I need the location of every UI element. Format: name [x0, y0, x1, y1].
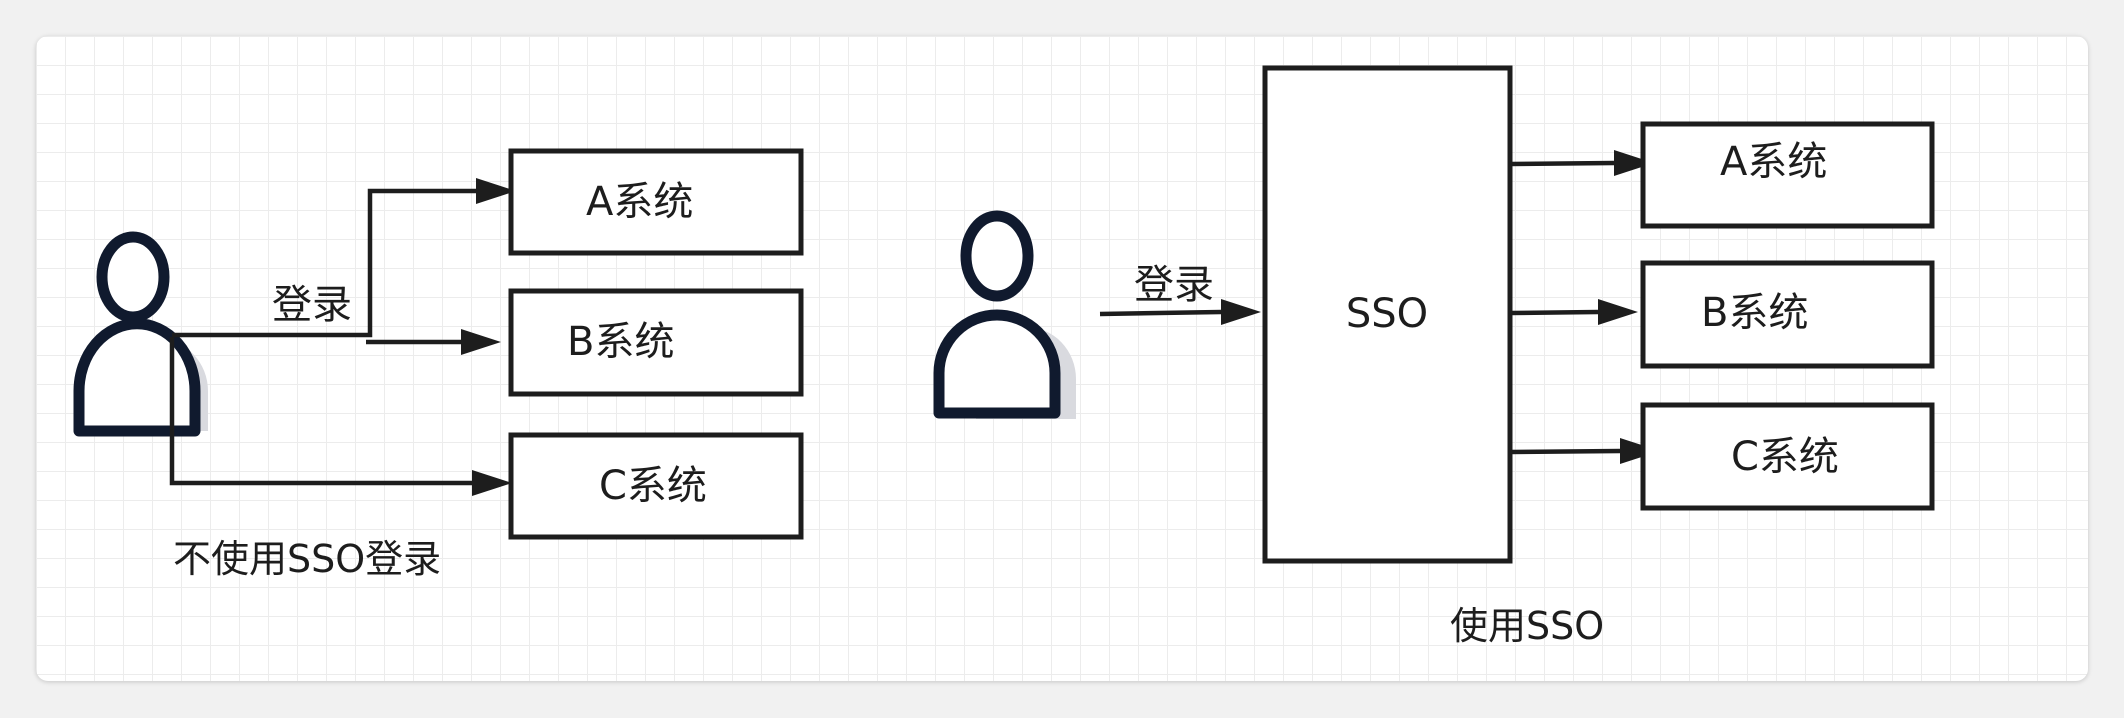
right-system-label-a: A系统: [1720, 139, 1827, 185]
user-icon: [933, 210, 1076, 419]
right-login-connector: [1099, 309, 1222, 317]
arrowhead: [461, 329, 501, 355]
left-system-box-b: [508, 288, 804, 397]
diagram-canvas: 登录 A系统 B系统 C系统 不使用SSO登录 登录 SSO A系统 B系统 C…: [36, 36, 2088, 681]
sso-box: [1262, 65, 1513, 564]
left-connector-lines: [169, 188, 486, 486]
arrowhead: [1614, 150, 1654, 176]
left-system-box-a: [508, 148, 804, 256]
user-icon: [73, 231, 208, 437]
left-login-label: 登录: [272, 282, 352, 328]
right-connector-lines: [1509, 160, 1621, 455]
right-system-label-b: B系统: [1701, 290, 1808, 336]
left-system-label-c: C系统: [599, 463, 707, 509]
left-caption: 不使用SSO登录: [173, 537, 441, 581]
arrowhead: [476, 178, 516, 204]
sso-label: SSO: [1346, 291, 1428, 337]
left-system-label-b: B系统: [567, 319, 674, 365]
arrowhead: [1598, 299, 1638, 325]
right-caption: 使用SSO: [1450, 604, 1604, 648]
arrowhead: [472, 470, 512, 496]
right-system-box-b: [1640, 260, 1935, 369]
left-system-label-a: A系统: [586, 179, 693, 225]
right-system-label-c: C系统: [1731, 434, 1839, 480]
left-system-box-c: [508, 432, 804, 540]
right-login-label: 登录: [1134, 262, 1214, 308]
arrowhead: [1620, 438, 1660, 464]
arrowhead: [1221, 299, 1261, 325]
right-system-box-c: [1640, 402, 1935, 511]
right-system-box-a: [1640, 121, 1935, 229]
